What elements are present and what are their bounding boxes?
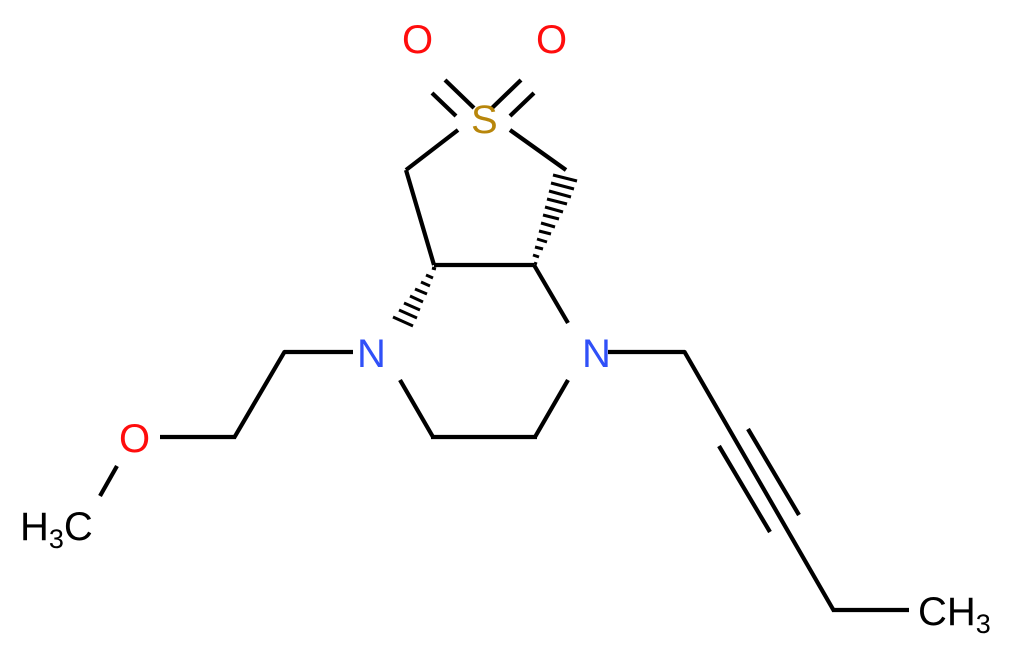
bond-c7a-n4	[532, 263, 570, 325]
sulfonyl-double-bonds	[430, 78, 536, 118]
nitrogen-atom-left: N	[357, 332, 386, 376]
nitrogen-atom-right: N	[582, 332, 611, 376]
thiolane-ring-bonds	[403, 128, 568, 268]
hashed-wedge-left	[392, 266, 437, 328]
oxygen-atom-top-left: O	[402, 18, 433, 62]
oxygen-atom-top-right: O	[536, 18, 567, 62]
methyl-label-left: H3C	[20, 505, 93, 554]
methoxyethyl-chain	[98, 349, 353, 498]
pentynyl-chain	[608, 349, 909, 613]
sulfur-atom: S	[471, 98, 498, 142]
piperazine-ring-bonds	[398, 378, 570, 440]
methyl-label-right: CH3	[918, 590, 991, 639]
oxygen-atom-ether: O	[119, 417, 150, 461]
hashed-wedge-right	[532, 173, 578, 266]
